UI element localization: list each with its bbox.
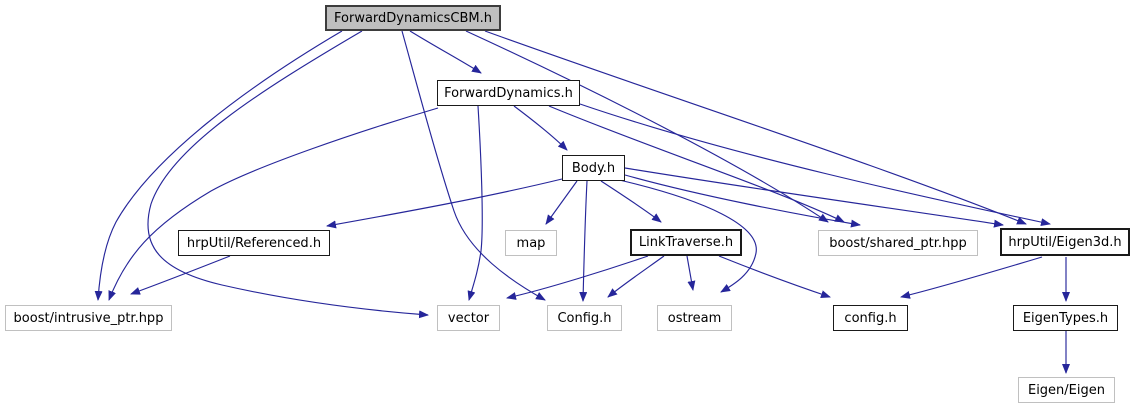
- edge-eigen3d-configsmall: [900, 256, 1043, 299]
- edge-body-configbig: [579, 180, 588, 302]
- node-configsmall[interactable]: config.h: [833, 305, 908, 331]
- node-label-fd: ForwardDynamics.h: [444, 85, 573, 101]
- node-label-fdcbm: ForwardDynamicsCBM.h: [334, 10, 492, 26]
- node-fdcbm[interactable]: ForwardDynamicsCBM.h: [325, 5, 501, 31]
- edge-body-referenced: [326, 178, 563, 229]
- node-configbig[interactable]: Config.h: [547, 305, 622, 331]
- node-intrusiveptr[interactable]: boost/intrusive_ptr.hpp: [5, 305, 172, 331]
- edge-fd-eigen3d: [579, 103, 1051, 227]
- node-sharedptr[interactable]: boost/shared_ptr.hpp: [818, 230, 978, 256]
- node-label-referenced: hrpUtil/Referenced.h: [186, 235, 322, 251]
- node-ostream[interactable]: ostream: [657, 305, 732, 331]
- edge-fd-sharedptr: [548, 105, 845, 223]
- node-label-ostream: ostream: [667, 310, 722, 326]
- node-label-eigen3d: hrpUtil/Eigen3d.h: [1008, 234, 1122, 250]
- edge-body-eigen3d: [624, 167, 1004, 228]
- edge-fd-body: [513, 105, 568, 151]
- node-vector[interactable]: vector: [437, 305, 500, 331]
- node-label-configbig: Config.h: [557, 310, 612, 326]
- edge-body-ostream: [614, 178, 757, 293]
- edge-fdcbm-sharedptr: [465, 30, 829, 223]
- node-label-linktraverse: LinkTraverse.h: [638, 235, 734, 250]
- edge-linktraverse-configsmall: [718, 255, 831, 298]
- node-body[interactable]: Body.h: [562, 155, 625, 181]
- edge-linktraverse-configbig: [607, 255, 665, 298]
- node-referenced[interactable]: hrpUtil/Referenced.h: [178, 230, 330, 256]
- edge-body-sharedptr: [624, 174, 861, 228]
- node-linktraverse[interactable]: LinkTraverse.h: [630, 229, 742, 256]
- node-label-vector: vector: [447, 310, 490, 326]
- edge-fdcbm-configbig: [401, 30, 546, 301]
- edge-body-map: [545, 180, 578, 225]
- node-eigeneigen[interactable]: Eigen/Eigen: [1018, 377, 1115, 403]
- edge-fd-vector: [467, 105, 483, 301]
- node-label-sharedptr: boost/shared_ptr.hpp: [829, 235, 967, 251]
- node-eigentypes[interactable]: EigenTypes.h: [1013, 305, 1118, 331]
- node-label-eigeneigen: Eigen/Eigen: [1027, 382, 1105, 398]
- node-eigen3d[interactable]: hrpUtil/Eigen3d.h: [1000, 228, 1130, 256]
- node-label-intrusiveptr: boost/intrusive_ptr.hpp: [13, 310, 164, 326]
- edge-fdcbm-vector: [147, 30, 429, 319]
- edge-fd-intrusiveptr: [108, 107, 439, 301]
- edge-body-linktraverse: [600, 180, 662, 223]
- node-label-body: Body.h: [571, 160, 616, 176]
- edge-referenced-intrusiveptr: [130, 255, 231, 295]
- node-fd[interactable]: ForwardDynamics.h: [437, 80, 580, 106]
- node-map[interactable]: map: [505, 230, 557, 256]
- edge-fdcbm-eigen3d: [484, 30, 1027, 225]
- edge-linktraverse-ostream: [686, 255, 696, 291]
- edge-fdcbm-fd: [409, 30, 482, 74]
- edge-fdcbm-intrusiveptr: [94, 30, 343, 301]
- node-label-eigentypes: EigenTypes.h: [1022, 310, 1109, 326]
- edge-linktraverse-vector: [506, 255, 649, 300]
- node-label-map: map: [516, 235, 546, 251]
- node-label-configsmall: config.h: [844, 310, 897, 326]
